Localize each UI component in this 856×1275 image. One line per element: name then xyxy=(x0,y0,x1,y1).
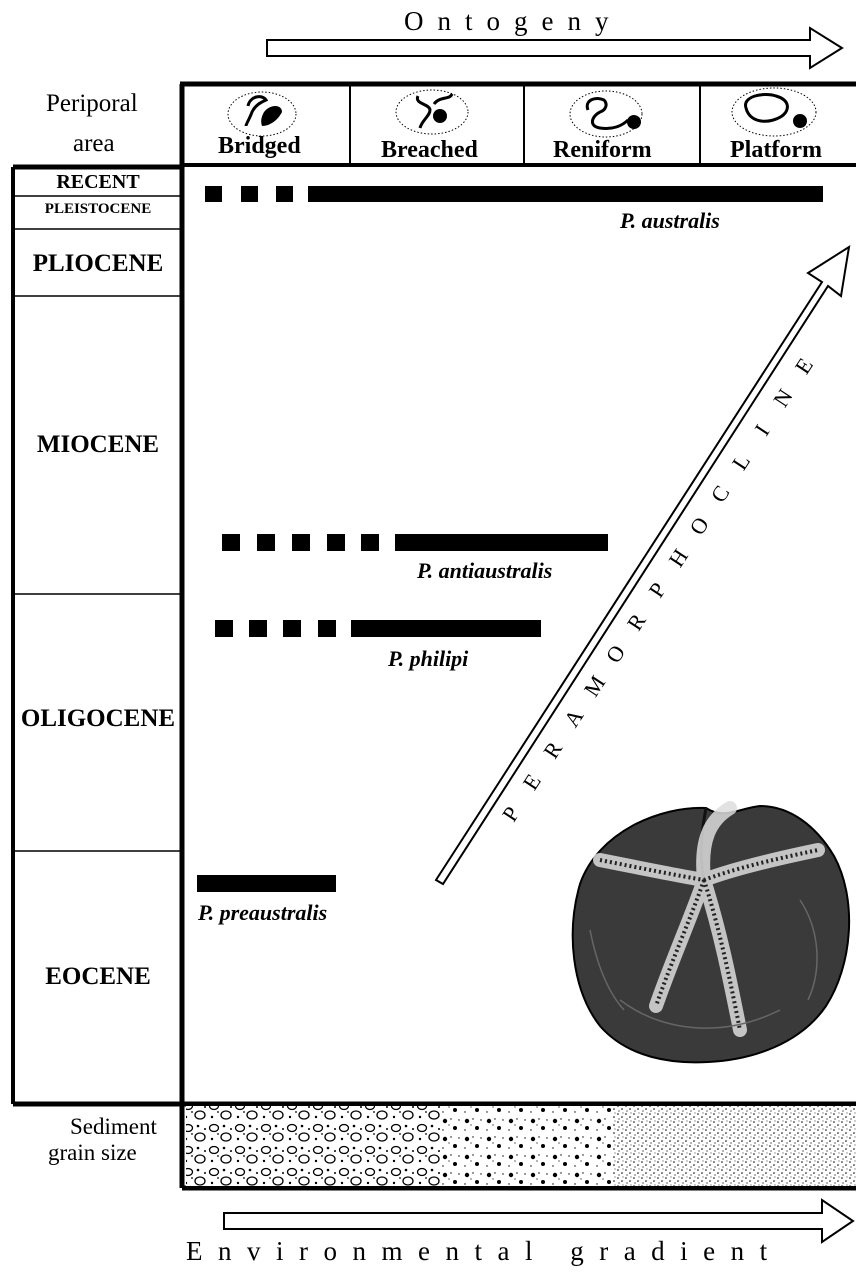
range-bar-antiaustralis xyxy=(222,534,608,551)
peramorphocline-letter: P xyxy=(497,802,525,826)
ontogeny-arrow xyxy=(267,28,842,68)
range-bar-australis xyxy=(205,186,823,202)
peramorphocline-letter: M xyxy=(579,671,611,701)
peramorphocline-arrow xyxy=(436,247,849,884)
range-bar-preaustralis xyxy=(197,875,336,892)
peramorphocline-letter: C xyxy=(706,481,735,507)
peramorphocline-letter: L xyxy=(727,449,755,474)
environmental-gradient-arrow xyxy=(224,1200,853,1242)
sediment-grain-band xyxy=(186,1106,856,1186)
peramorphocline-letter: H xyxy=(663,544,693,571)
peramorphocline-letter: N xyxy=(768,384,798,411)
periporal-icon-platform xyxy=(732,88,816,136)
peramorphocline-letter: R xyxy=(538,737,567,763)
peramorphocline-letter: E xyxy=(518,769,546,794)
peramorphocline-letter: O xyxy=(684,512,714,539)
peramorphocline-letter: I xyxy=(749,420,774,440)
peramorphocline-letter: R xyxy=(622,609,651,635)
peramorphocline-letter: O xyxy=(601,640,631,667)
peramorphocline-letter: P xyxy=(643,578,671,602)
periporal-icon-breached xyxy=(396,90,468,134)
periporal-icon-reniform xyxy=(570,91,642,137)
periporal-icon-bridged xyxy=(228,92,296,136)
peramorphocline-letter: E xyxy=(790,353,818,378)
peramorphocline-letter: A xyxy=(559,704,589,731)
sea-urchin-illustration xyxy=(573,806,849,1062)
range-bar-philipi xyxy=(215,620,541,637)
